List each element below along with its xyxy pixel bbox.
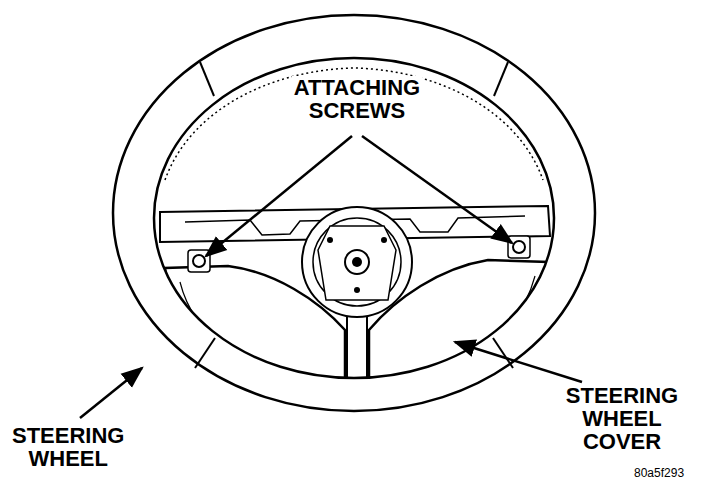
rim-seam [200, 62, 214, 96]
hub-plate [318, 226, 396, 300]
hub-hole [354, 287, 360, 293]
hub-center [352, 257, 362, 267]
leader-line [80, 368, 142, 418]
hub-nut [345, 250, 369, 274]
rim-seam [493, 338, 513, 368]
attaching-screw [193, 255, 205, 267]
figure-id: 80a5f293 [632, 467, 686, 480]
hub [302, 207, 412, 317]
attaching-screw [513, 241, 525, 253]
rim-seam [494, 62, 508, 96]
screw-boss [188, 250, 210, 272]
leader-line [455, 342, 582, 382]
part-label: STEERING WHEEL [10, 424, 126, 470]
leader-line [206, 136, 352, 256]
leader-line [362, 136, 512, 243]
hub-ring [313, 218, 401, 306]
part-label: ATTACHING SCREWS [292, 76, 422, 122]
steering-wheel-rim [113, 15, 595, 411]
screw-boss [508, 236, 530, 258]
hub-hole [381, 237, 387, 243]
rim-seam [195, 338, 215, 368]
rim-stitching [165, 68, 543, 180]
part-label: STEERING WHEEL COVER [564, 384, 680, 453]
hub-hole [327, 237, 333, 243]
